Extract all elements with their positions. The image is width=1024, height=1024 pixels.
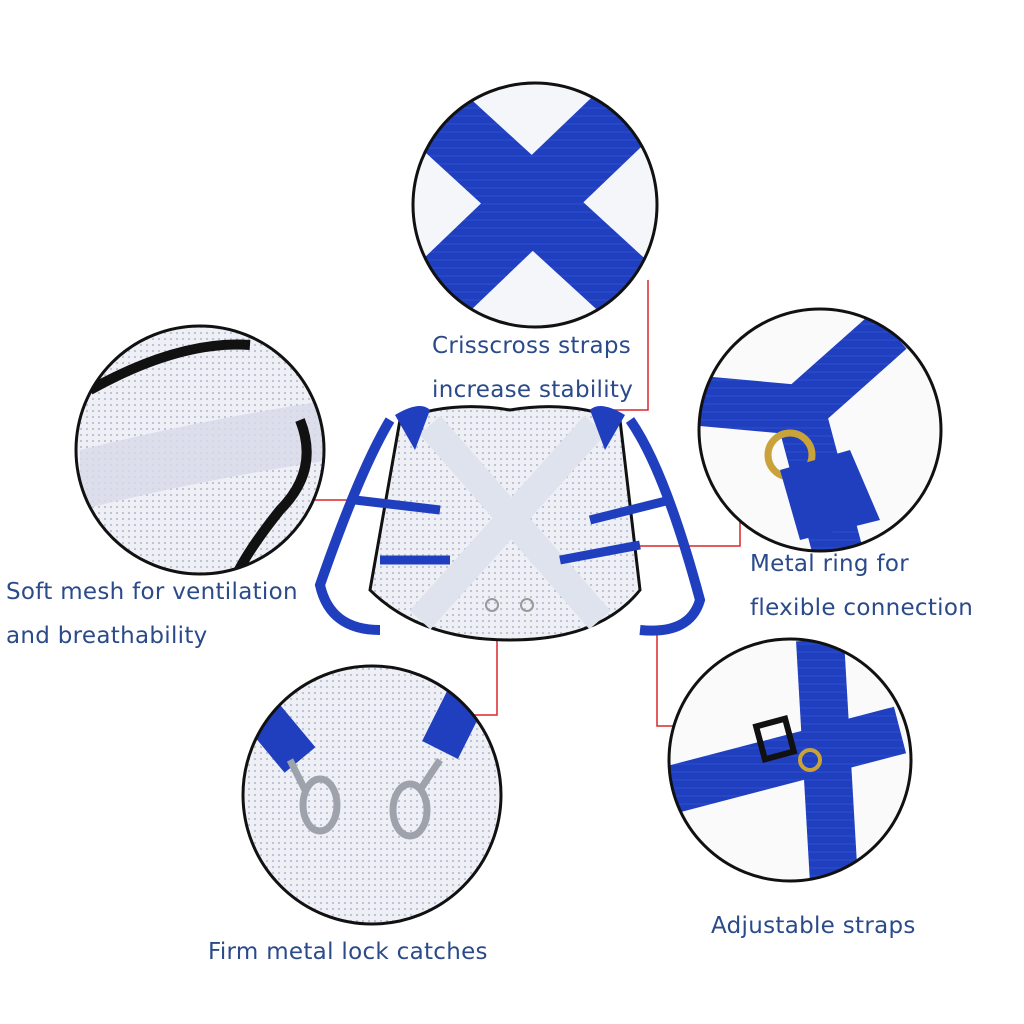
detail-catches-image bbox=[241, 664, 503, 926]
leader-ring bbox=[640, 520, 741, 547]
callout-catches-line1: Firm metal lock catches bbox=[208, 939, 488, 965]
detail-crisscross-image bbox=[411, 81, 659, 329]
callout-mesh-line1: Soft mesh for ventilation bbox=[6, 579, 298, 605]
callout-crisscross-line1: Crisscross straps bbox=[432, 333, 632, 359]
leader-adjustable bbox=[656, 630, 676, 727]
callout-catches: Firm metal lock catches bbox=[208, 930, 488, 974]
harness-product bbox=[314, 405, 706, 642]
callout-mesh: Soft mesh for ventilation and breathabil… bbox=[6, 570, 298, 658]
callout-ring-line1: Metal ring for bbox=[750, 551, 909, 577]
callout-adjustable-line1: Adjustable straps bbox=[711, 913, 916, 939]
detail-adjustable-image bbox=[667, 637, 913, 883]
callout-ring: Metal ring for flexible connection bbox=[750, 542, 973, 630]
detail-mesh-image bbox=[74, 324, 326, 576]
callout-crisscross: Crisscross straps increase stability bbox=[432, 324, 633, 412]
callout-ring-line2: flexible connection bbox=[750, 595, 974, 621]
detail-ring-image bbox=[697, 307, 943, 553]
callout-mesh-line2: and breathability bbox=[6, 623, 208, 649]
callout-crisscross-line2: increase stability bbox=[432, 377, 634, 403]
callout-adjustable: Adjustable straps bbox=[711, 904, 916, 948]
